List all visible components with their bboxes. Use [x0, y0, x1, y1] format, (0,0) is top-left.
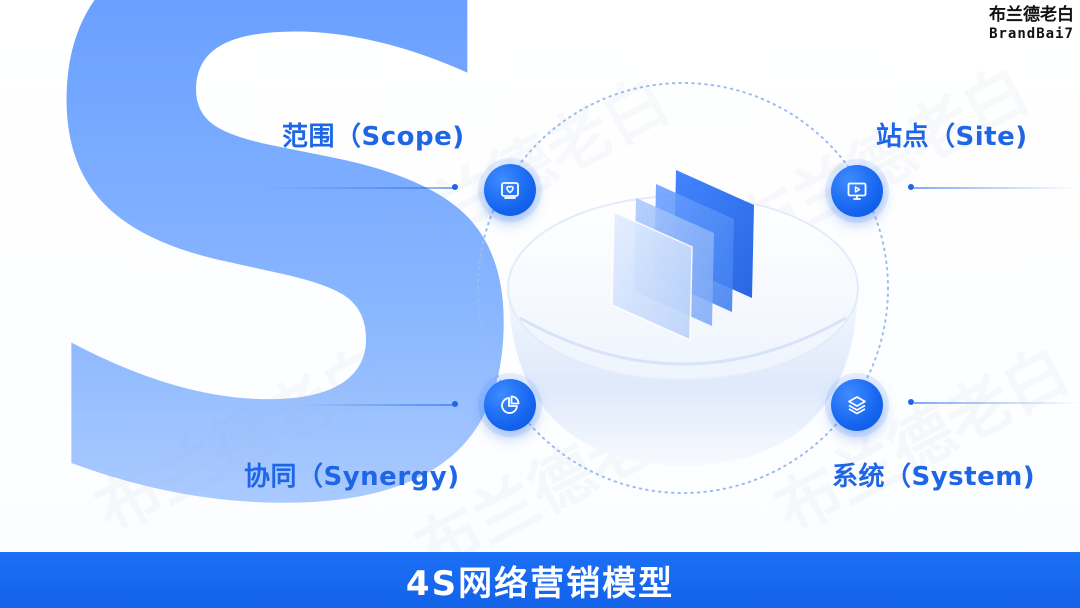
connector-dot-synergy: [452, 401, 458, 407]
label-system: 系统（System): [832, 462, 1036, 492]
node-scope[interactable]: [484, 164, 536, 216]
label-synergy: 协同（Synergy): [244, 462, 460, 492]
connector-line-synergy: [300, 404, 456, 406]
label-site: 站点（Site): [876, 122, 1028, 152]
connector-line-site: [914, 187, 1080, 189]
dotted-orbit: [477, 82, 889, 494]
connector-dot-site: [908, 184, 914, 190]
connector-line-system: [914, 402, 1080, 404]
layers-icon: [848, 396, 866, 415]
brand-name-en: BrandBai7: [989, 25, 1074, 42]
node-site[interactable]: [831, 165, 883, 217]
connector-dot-system: [908, 399, 914, 405]
image-frame-icon: [501, 182, 519, 199]
bottom-banner: 4S网络营销模型: [0, 552, 1080, 608]
brand-name-cn: 布兰德老白: [989, 5, 1074, 25]
stacked-panels: [611, 170, 754, 342]
connector-line-scope: [262, 187, 456, 189]
pie-chart-icon: [501, 395, 520, 414]
label-scope: 范围（Scope): [282, 122, 465, 152]
banner-title: 4S网络营销模型: [405, 563, 675, 604]
node-system[interactable]: [831, 379, 883, 431]
panel-4: [611, 210, 693, 342]
node-synergy[interactable]: [484, 379, 536, 431]
connector-dot-scope: [452, 184, 458, 190]
monitor-play-icon: [847, 182, 867, 200]
brand-logo: 布兰德老白 BrandBai7: [989, 5, 1074, 42]
bowl-shadow: [519, 316, 847, 366]
